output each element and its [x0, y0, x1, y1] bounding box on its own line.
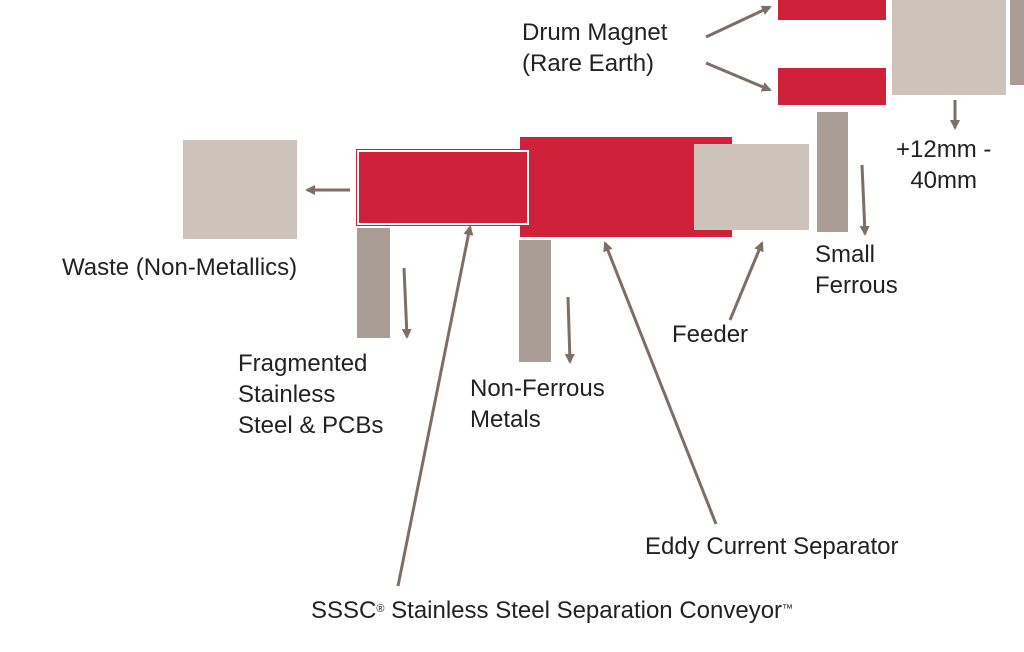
- sssc-conveyor-block: [356, 149, 530, 226]
- feeder-block: [694, 144, 809, 230]
- drum-magnet-label: Drum Magnet (Rare Earth): [522, 17, 667, 79]
- small-ferrous-arrow: [859, 164, 870, 236]
- trademark-mark: ™: [782, 603, 794, 615]
- non-ferrous-label: Non-Ferrous Metals: [470, 373, 605, 435]
- size-range-label-line-1: +12mm -: [896, 136, 992, 163]
- small-ferrous-label-line-2: Ferrous: [815, 272, 898, 299]
- feeder-arrow: [728, 241, 764, 321]
- drum-magnet-bottom-arrow: [705, 61, 772, 92]
- waste-label: Waste (Non-Metallics): [62, 254, 298, 281]
- fragmented-label-line-3: Steel & PCBs: [238, 412, 384, 439]
- non-ferrous-chute: [519, 240, 551, 362]
- fragmented-label-line-2: Stainless: [238, 381, 336, 408]
- drum-magnet-label-line-2: (Rare Earth): [522, 50, 655, 77]
- sssc-prefix: SSSC: [311, 597, 377, 624]
- non-ferrous-arrow: [564, 296, 575, 364]
- drum-magnet-top-block: [778, 0, 886, 20]
- waste-bin: [183, 140, 297, 239]
- small-ferrous-chute: [817, 112, 848, 232]
- sssc-arrow: [396, 225, 474, 587]
- fragmented-label: Fragmented Stainless Steel & PCBs: [238, 348, 383, 441]
- non-ferrous-label-line-1: Non-Ferrous: [470, 375, 605, 402]
- size-range-hopper: [892, 0, 1006, 95]
- small-ferrous-label: Small Ferrous: [815, 239, 898, 301]
- registered-mark: ®: [376, 603, 385, 615]
- size-range-chute: [1010, 0, 1024, 85]
- drum-magnet-top-arrow: [705, 5, 772, 39]
- size-range-label-line-2: 40mm: [910, 167, 978, 194]
- eddy-current-arrow: [603, 241, 718, 525]
- size-range-label: +12mm - 40mm: [896, 134, 991, 196]
- sssc-name: Stainless Steel Separation Conveyor: [391, 597, 783, 624]
- fragmented-chute: [357, 228, 390, 338]
- eddy-current-label: Eddy Current Separator: [645, 533, 899, 560]
- fragmented-arrow: [401, 267, 412, 339]
- feeder-label: Feeder: [672, 321, 749, 348]
- non-ferrous-label-line-2: Metals: [470, 406, 541, 433]
- fragmented-label-line-1: Fragmented: [238, 350, 368, 377]
- drum-magnet-label-line-1: Drum Magnet: [522, 19, 668, 46]
- sssc-label: SSSC® Stainless Steel Separation Conveyo…: [311, 595, 793, 626]
- small-ferrous-label-line-1: Small: [815, 241, 876, 268]
- drum-magnet-bottom-block: [778, 68, 886, 105]
